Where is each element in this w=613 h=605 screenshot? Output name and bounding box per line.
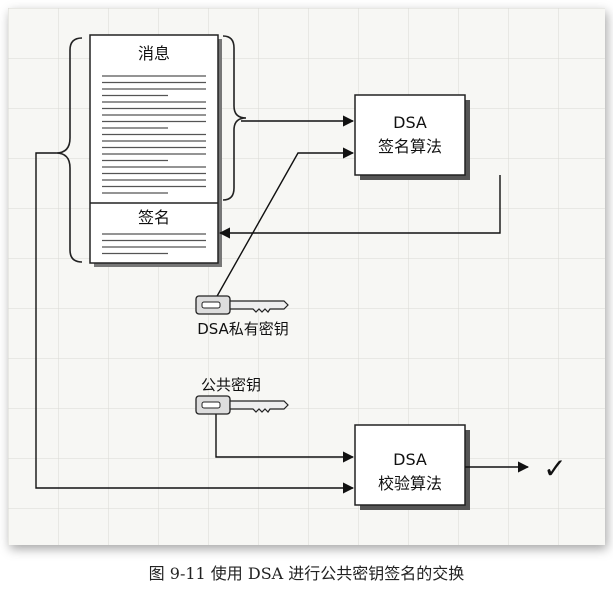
- diagram-panel: 消息 签名 DSA 签名算法 DSA 校验算法 DSA私有密钥 公共密钥 ✓: [8, 8, 605, 545]
- sign-box-line1: DSA: [393, 113, 427, 132]
- figure-caption: 图 9-11 使用 DSA 进行公共密钥签名的交换: [148, 564, 465, 583]
- verify-box-body: [354, 424, 466, 506]
- message-title: 消息: [138, 44, 170, 63]
- document-body: [89, 34, 219, 264]
- public-key-icon: [195, 395, 289, 415]
- private-key-icon: [195, 295, 289, 315]
- checkmark-icon: ✓: [543, 452, 566, 485]
- sign-box-body: [354, 94, 466, 176]
- public-key-label: 公共密钥: [201, 376, 261, 394]
- sign-to-signature-arrow: [218, 175, 501, 239]
- right-brace: [222, 35, 247, 201]
- private-key-label: DSA私有密钥: [197, 320, 289, 338]
- verify-algorithm-box: DSA 校验算法: [354, 424, 470, 510]
- sign-box-line2: 签名算法: [378, 137, 442, 156]
- message-text-lines: [102, 75, 206, 194]
- document-to-verify-arrow: [35, 152, 355, 494]
- signed-document: 消息 签名: [89, 34, 219, 264]
- signature-title: 签名: [138, 208, 170, 227]
- signature-text-lines: [102, 233, 206, 255]
- sign-algorithm-box: DSA 签名算法: [354, 94, 470, 180]
- verify-box-line1: DSA: [393, 450, 427, 469]
- private-key-to-sign-arrow: [215, 147, 355, 299]
- verify-box-line2: 校验算法: [378, 474, 442, 493]
- public-key-to-verify-arrow: [215, 413, 355, 463]
